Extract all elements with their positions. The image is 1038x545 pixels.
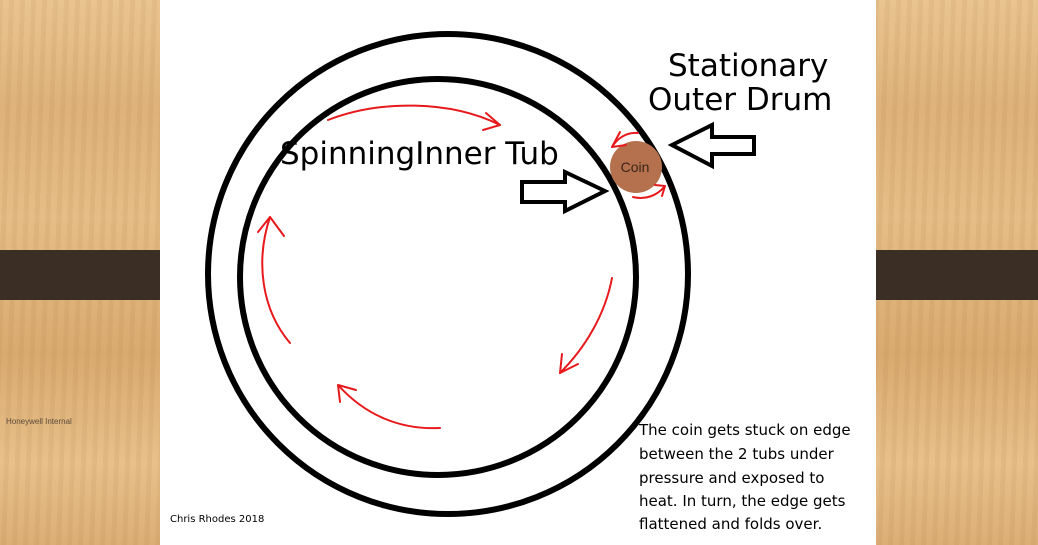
coin xyxy=(610,141,662,193)
inner-tub xyxy=(237,76,639,478)
slide xyxy=(160,0,876,545)
rotation-arrows xyxy=(257,104,666,430)
outer-drum-label-line1: Stationary xyxy=(668,48,828,84)
caption: The coin gets stuck on edge between the … xyxy=(638,421,851,533)
coin-label: Coin xyxy=(621,159,650,175)
credit: Chris Rhodes 2018 xyxy=(170,514,264,525)
rotation-arrow-icon xyxy=(559,277,613,374)
left-arrow-icon xyxy=(667,121,756,170)
inner-tub-label: SpinningInner Tub xyxy=(280,136,559,172)
caption-line: pressure and exposed to xyxy=(639,469,824,487)
caption-line: flattened and folds over. xyxy=(639,515,822,533)
rotation-arrow-icon xyxy=(611,131,639,148)
caption-line: heat. In turn, the edge gets xyxy=(639,492,846,510)
side-label: Honeywell Internal xyxy=(6,417,72,426)
rotation-arrow-icon xyxy=(337,384,441,430)
outer-drum-label-line2: Outer Drum xyxy=(648,82,832,118)
caption-line: The coin gets stuck on edge xyxy=(638,421,851,439)
rotation-arrow-icon xyxy=(632,184,666,199)
outer-drum xyxy=(205,31,691,517)
caption-line: between the 2 tubs under xyxy=(639,445,835,463)
rotation-arrow-icon xyxy=(327,104,501,131)
right-arrow-icon xyxy=(520,168,610,215)
rotation-arrow-icon xyxy=(257,216,291,344)
